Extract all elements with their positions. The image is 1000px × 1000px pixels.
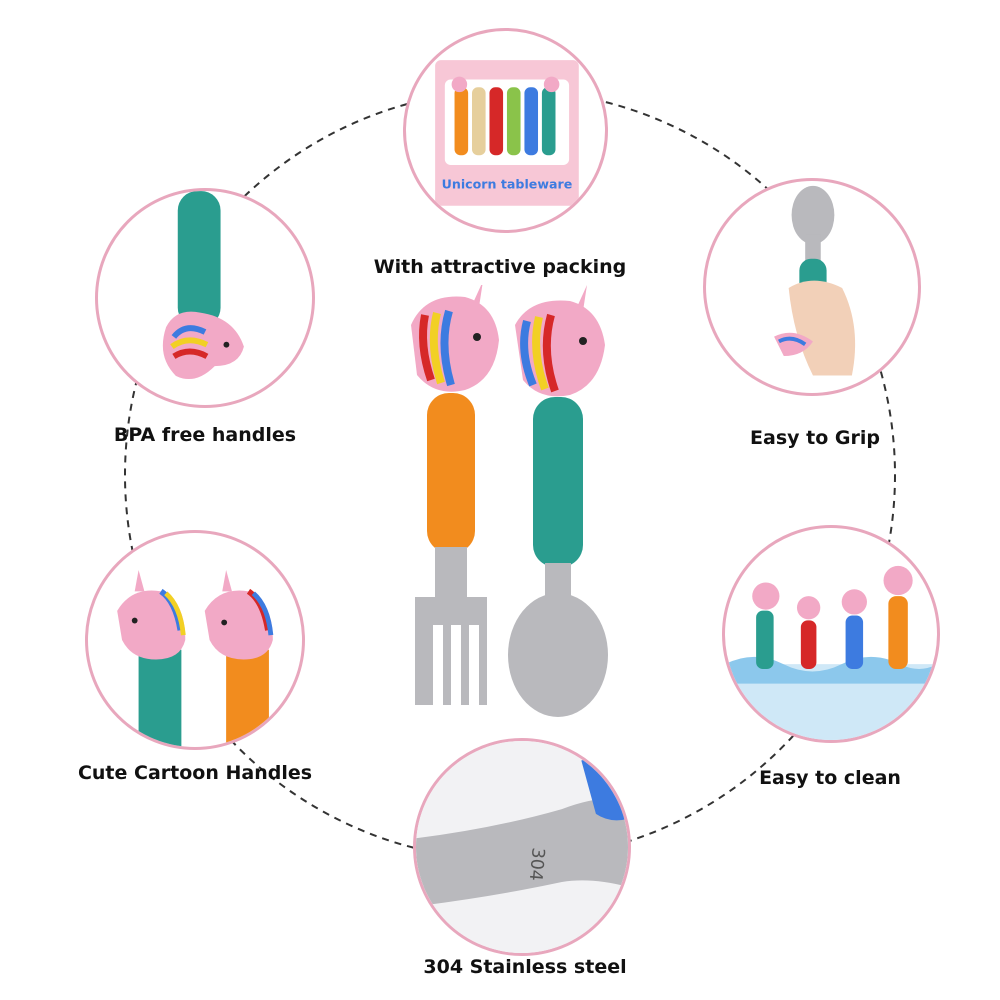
gift-box-icon: Unicorn tableware [435, 60, 579, 206]
unicorn-handle-icon [162, 191, 244, 380]
feature-label-packing: With attractive packing [373, 256, 627, 278]
bpa-bubble [95, 188, 315, 408]
feature-label-clean: Easy to clean [759, 767, 901, 789]
hand-grip-icon [774, 185, 856, 376]
feature-label-bpa: BPA free handles [113, 424, 297, 446]
steel-stamp-icon: 304 [416, 741, 628, 953]
fork-spoon-icon [411, 281, 608, 717]
clean-bubble [722, 525, 940, 743]
feature-label-steel: 304 Stainless steel [423, 956, 627, 978]
center-product [395, 281, 635, 735]
feature-label-grip: Easy to Grip [750, 427, 880, 449]
cartoon-bubble [85, 530, 305, 750]
steel-stamp-text: 304 [525, 847, 548, 882]
unicorn-heads-icon [117, 569, 274, 747]
water-splash-icon [725, 565, 937, 740]
steel-bubble: 304 [413, 738, 631, 956]
grip-bubble [703, 178, 921, 396]
box-text: Unicorn tableware [442, 176, 573, 191]
packing-bubble: Unicorn tableware [403, 28, 608, 233]
feature-label-cartoon: Cute Cartoon Handles [77, 762, 313, 784]
